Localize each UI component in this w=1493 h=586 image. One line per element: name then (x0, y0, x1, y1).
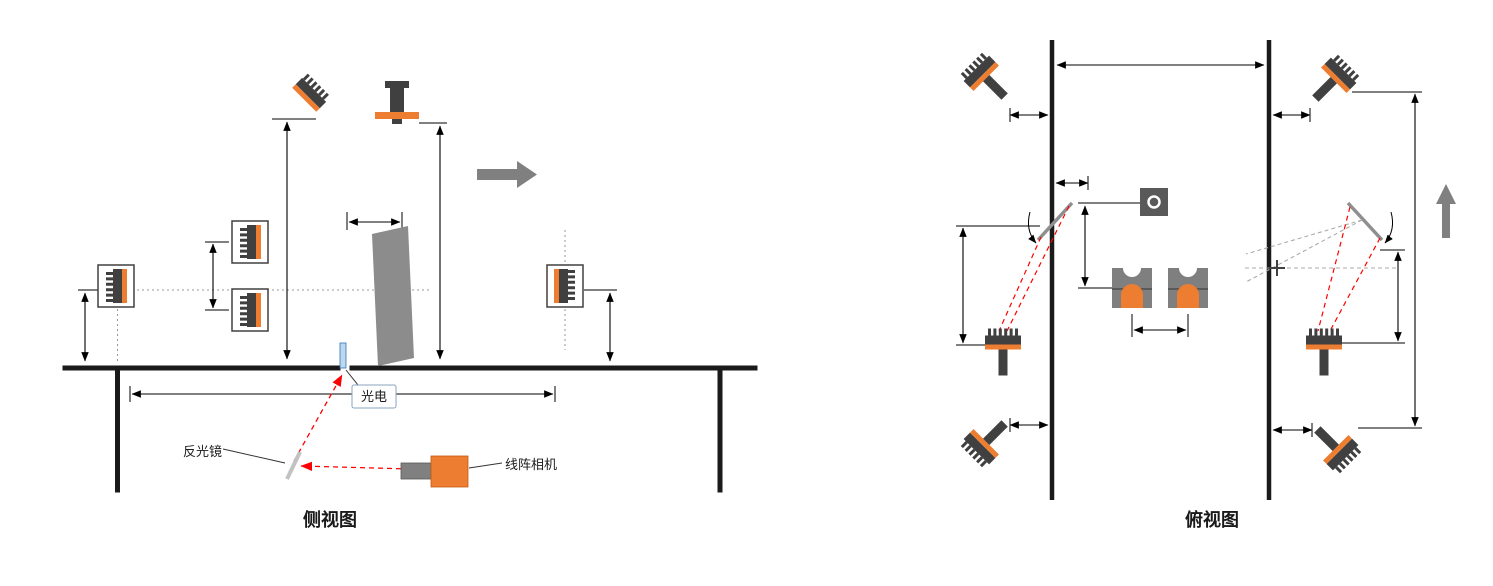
mirror-callout: 反光镜 (183, 444, 286, 464)
corner-camera-icon (1303, 55, 1359, 111)
sightline-dashed (1245, 219, 1363, 255)
side-view-title: 侧视图 (303, 509, 357, 530)
corner-camera-icon (1305, 417, 1361, 473)
photoelectric-callout: 光电 (345, 369, 397, 409)
mirror-icon (285, 451, 302, 480)
photoelectric-label-box (351, 384, 397, 409)
roller-component-icon (1168, 268, 1208, 308)
light-beam (1329, 237, 1381, 332)
side-view-diagram: 光电 反光镜 线阵相机 侧视图 (62, 75, 758, 530)
light-beam (293, 374, 343, 462)
mirror-icon (1346, 201, 1384, 242)
boxed-camera-icon (231, 288, 269, 332)
dimension-lines (956, 91, 1422, 437)
corner-camera-icon (961, 53, 1017, 109)
line-camera-label: 线阵相机 (505, 457, 557, 472)
light-beam (1317, 206, 1351, 332)
boxed-camera-icon (231, 220, 269, 264)
mirror-icon (1036, 201, 1074, 242)
leader-line (345, 369, 359, 386)
light-beam (998, 236, 1042, 332)
photoelectric-sensor-icon (339, 342, 347, 369)
corner-camera-icon (961, 411, 1017, 467)
boxed-camera-icon (546, 264, 584, 308)
reference-lines (102, 230, 566, 364)
boxed-camera-icon (97, 264, 135, 308)
conveyor-table (62, 365, 758, 493)
photoelectric-label: 光电 (361, 389, 387, 404)
light-beam (300, 461, 411, 471)
top-view-diagram: 俯视图 (956, 40, 1456, 530)
upward-camera-icon (1306, 332, 1342, 376)
dimension-lines (78, 118, 617, 402)
roller-component-icon (1112, 268, 1152, 308)
leader-line (222, 448, 286, 464)
direction-arrow-right-icon (477, 161, 537, 188)
direction-arrow-up-icon (1436, 184, 1456, 238)
leader-line (468, 462, 503, 469)
top-camera-icon (375, 81, 419, 124)
light-beam (1006, 205, 1070, 332)
sightline-dashed (1245, 219, 1363, 283)
angle-arc-arrow (1028, 211, 1037, 244)
target-marker-icon (1140, 188, 1168, 216)
scanned-object (372, 226, 414, 366)
tilted-camera-icon (292, 75, 328, 111)
upward-camera-icon (985, 332, 1021, 376)
line-scan-camera-device (400, 455, 469, 488)
mirror-label: 反光镜 (183, 444, 222, 459)
top-view-title: 俯视图 (1185, 509, 1239, 530)
line-camera-callout: 线阵相机 (468, 457, 557, 472)
angle-arc-arrow (1384, 211, 1393, 244)
crosshair-marker-icon (1269, 260, 1285, 276)
